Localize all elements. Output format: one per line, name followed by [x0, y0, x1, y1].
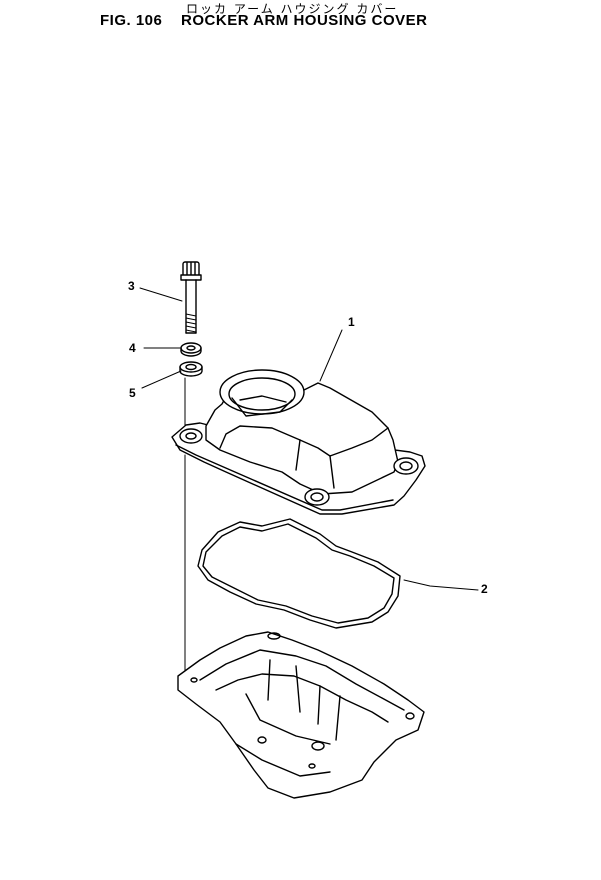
- callout-4: 4: [129, 341, 136, 355]
- callout-2: 2: [481, 582, 488, 596]
- gasket-part[interactable]: [197, 518, 401, 629]
- callout-5: 5: [129, 386, 136, 400]
- figure-title: FIG. 106 ROCKER ARM HOUSING COVER: [100, 12, 428, 29]
- callout-3: 3: [128, 279, 135, 293]
- figure-name: ROCKER ARM HOUSING COVER: [181, 12, 428, 29]
- bolt-part[interactable]: [180, 261, 202, 334]
- rocker-arm-housing: [177, 631, 425, 799]
- seal-part[interactable]: [179, 361, 203, 377]
- callout-1: 1: [348, 315, 355, 329]
- callout-labels: 1 2 3 4 5: [128, 279, 488, 596]
- cover-part[interactable]: [171, 369, 426, 515]
- figure-number: FIG. 106: [100, 12, 163, 29]
- title-japanese: ロッカ アーム ハウジング カバー: [186, 2, 399, 16]
- washer-part[interactable]: [180, 342, 202, 357]
- leader-lines: [139, 287, 479, 591]
